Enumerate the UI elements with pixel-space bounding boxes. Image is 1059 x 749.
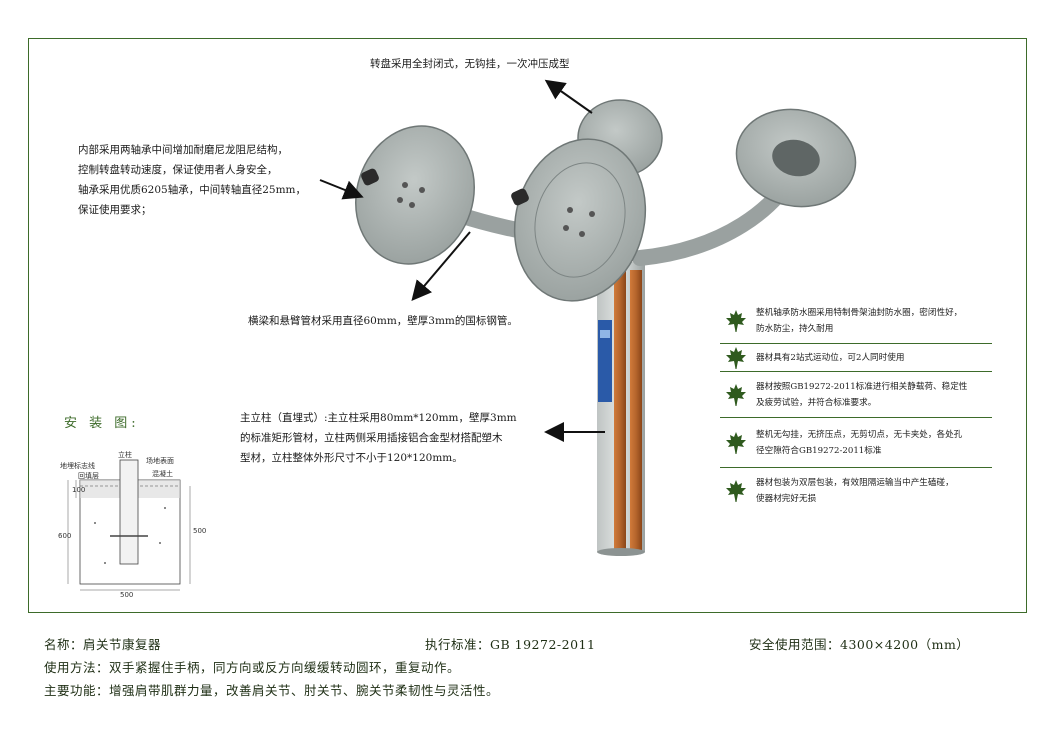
svg-text:500: 500 bbox=[120, 591, 133, 598]
feature-item: 整机轴承防水圈采用特制骨架油封防水圈，密闭性好，防水防尘，持久耐用 bbox=[720, 298, 992, 344]
annotation-turntable: 转盘采用全封闭式，无钩挂，一次冲压成型 bbox=[370, 58, 570, 70]
svg-text:场地表面: 场地表面 bbox=[146, 456, 174, 465]
product-name: 名称：肩关节康复器 bbox=[44, 637, 162, 652]
svg-text:600: 600 bbox=[58, 532, 71, 540]
installation-diagram: 立柱 地埋标志线 回填层 场地表面 混凝土 100 600 500 500 bbox=[58, 450, 206, 598]
usage-method: 使用方法：双手紧握住手柄，同方向或反方向缓缓转动圆环，重复动作。 bbox=[44, 660, 461, 675]
feature-item: 器材具有2站式运动位，可2人同时使用 bbox=[720, 344, 992, 372]
standard: 执行标准：GB 19272-2011 bbox=[425, 637, 596, 652]
svg-text:立柱: 立柱 bbox=[118, 450, 132, 459]
feature-item: 整机无勾挂，无挤压点，无剪切点，无卡夹处，各处孔径空隙符合GB19272-201… bbox=[720, 418, 992, 468]
content-frame bbox=[28, 38, 1027, 613]
svg-text:回填层: 回填层 bbox=[78, 471, 99, 480]
safety-range: 安全使用范围：4300×4200（mm） bbox=[749, 637, 970, 652]
feature-item: 器材包装为双层包装，有效阻隔运输当中产生磕碰，使器材完好无损 bbox=[720, 468, 992, 514]
svg-text:500: 500 bbox=[193, 527, 206, 535]
maple-leaf-icon bbox=[720, 346, 752, 370]
svg-text:100: 100 bbox=[72, 486, 85, 494]
installation-title: 安 装 图: bbox=[64, 416, 140, 431]
annotation-column: 主立柱（直埋式）:主立柱采用80mm*120mm，壁厚3mm 的标准矩形管材，立… bbox=[240, 412, 517, 464]
annotation-beam: 横梁和悬臂管材采用直径60mm，壁厚3mm的国标钢管。 bbox=[248, 315, 518, 327]
svg-text:混凝土: 混凝土 bbox=[152, 469, 173, 478]
maple-leaf-icon bbox=[720, 431, 752, 455]
feature-item: 器材按照GB19272-2011标准进行相关静载荷、稳定性及疲劳试验，并符合标准… bbox=[720, 372, 992, 418]
annotation-bearing: 内部采用两轴承中间增加耐磨尼龙阻尼结构， 控制转盘转动速度，保证使用者人身安全，… bbox=[78, 144, 306, 216]
svg-text:地埋标志线: 地埋标志线 bbox=[60, 461, 95, 470]
maple-leaf-icon bbox=[720, 383, 752, 407]
main-function: 主要功能：增强肩带肌群力量，改善肩关节、肘关节、腕关节柔韧性与灵活性。 bbox=[44, 683, 500, 698]
maple-leaf-icon bbox=[720, 309, 752, 333]
maple-leaf-icon bbox=[720, 479, 752, 503]
feature-list: 整机轴承防水圈采用特制骨架油封防水圈，密闭性好，防水防尘，持久耐用 器材具有2站… bbox=[720, 298, 992, 514]
